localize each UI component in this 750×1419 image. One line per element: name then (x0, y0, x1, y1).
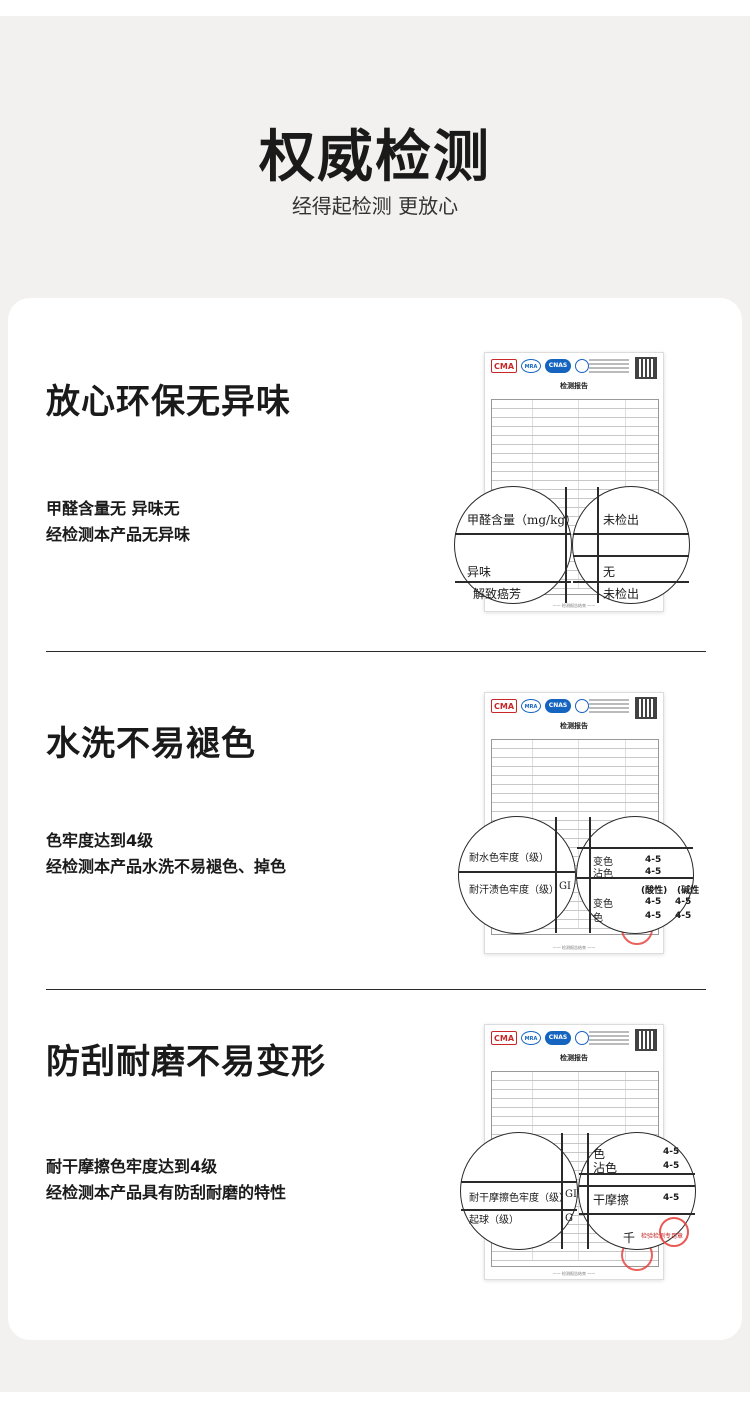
lens-text: (碱性 (677, 886, 700, 896)
description-line: 耐干摩擦色牢度达到4级 (46, 1157, 218, 1176)
qr-code-icon (635, 357, 657, 379)
certification-logos: CMA MRA CNAS (491, 1031, 611, 1047)
lens-value: 4-5 (645, 867, 662, 877)
lens-text: (酸性) (641, 886, 668, 896)
section-scratch-resistant: 防刮耐磨不易变形 耐干摩擦色牢度达到4级 经检测本产品具有防刮耐磨的特性 CMA… (8, 990, 742, 1290)
description-line: 甲醛含量无 异味无 (46, 499, 180, 518)
qr-code-icon (635, 1029, 657, 1051)
section-description: 甲醛含量无 异味无 经检测本产品无异味 (46, 496, 190, 548)
lens-text: 沾色 (593, 1161, 618, 1175)
report-title: 检测报告 (560, 1053, 588, 1062)
lens-text: 千 (623, 1231, 636, 1245)
cma-logo-icon: CMA (491, 1031, 517, 1045)
lens-value: 4-5 (675, 911, 692, 921)
section-heading: 水洗不易褪色 (46, 724, 256, 764)
cnas-logo-icon: CNAS (545, 1031, 571, 1045)
lens-text: 色 (593, 1147, 606, 1161)
red-stamp-icon (659, 1217, 689, 1247)
cma-logo-icon: CMA (491, 699, 517, 713)
page-title: 权威检测 (259, 125, 491, 190)
lens-text: 无 (603, 565, 616, 579)
seal-logo-icon (575, 699, 589, 713)
certification-logos: CMA MRA CNAS (491, 359, 611, 375)
magnifier-right: 未检出 无 未检出 (572, 486, 690, 604)
report-footer: —— 检测报告结束 —— (552, 945, 596, 950)
top-strip (0, 0, 750, 16)
cnas-logo-icon: CNAS (545, 359, 571, 373)
section-heading: 放心环保无异味 (46, 382, 291, 422)
report-footer: —— 检测报告结束 —— (552, 1271, 596, 1276)
lens-text: 未检出 (603, 513, 640, 527)
lens-value: 4-5 (645, 911, 662, 921)
magnifier-left: 耐干摩擦色牢度（级） GI 起球（级） G (460, 1132, 578, 1250)
report-info-lines (589, 1031, 629, 1049)
report-table (491, 739, 659, 935)
magnifier-left: 耐水色牢度（级） 耐汗渍色牢度（级） GI (458, 816, 576, 934)
magnifier-left: 甲醛含量（mg/kg） 异味 解致癌芳 (454, 486, 577, 604)
section-eco-no-odor: 放心环保无异味 甲醛含量无 异味无 经检测本产品无异味 CMA MRA CNAS… (8, 298, 742, 652)
cma-logo-icon: CMA (491, 359, 517, 373)
lens-value: 4-5 (645, 855, 662, 865)
lens-value: 4-5 (663, 1161, 680, 1171)
lens-text: 甲醛含量（mg/kg） (467, 513, 578, 527)
bottom-strip (0, 1392, 750, 1419)
lens-text: 耐水色牢度（级） (469, 853, 549, 864)
lens-text: GI (565, 1189, 577, 1200)
certification-logos: CMA MRA CNAS (491, 699, 611, 715)
lens-value: 4-5 (645, 897, 662, 907)
report-title: 检测报告 (560, 381, 588, 390)
lens-text: 起球（级） (469, 1215, 519, 1226)
description-line: 经检测本产品无异味 (46, 525, 191, 544)
section-divider (46, 651, 706, 652)
lens-text: 耐汗渍色牢度（级） (469, 885, 559, 896)
section-colorfast-wash: 水洗不易褪色 色牢度达到4级 经检测本产品水洗不易褪色、掉色 CMA MRA C… (8, 652, 742, 990)
lens-value: 4-5 (663, 1147, 680, 1157)
report-title: 检测报告 (560, 721, 588, 730)
lens-text: 色 (593, 913, 603, 924)
lens-text: 解致癌芳 (473, 587, 522, 601)
magnifier-right: 变色 4-5 沾色 4-5 (酸性) (碱性 变色 4-5 4-5 色 4-5 … (576, 816, 699, 934)
report-footer: —— 检测报告结束 —— (552, 603, 596, 608)
ilac-logo-icon: MRA (521, 1031, 541, 1045)
lens-text: 沾色 (593, 869, 613, 880)
page-subtitle: 经得起检测 更放心 (291, 194, 459, 218)
section-description: 耐干摩擦色牢度达到4级 经检测本产品具有防刮耐磨的特性 (46, 1154, 286, 1206)
report-info-lines (589, 699, 629, 717)
lens-text: G (565, 1213, 573, 1224)
section-divider (46, 989, 706, 990)
lens-value: 4-5 (675, 897, 692, 907)
lens-text: 未检出 (603, 587, 640, 601)
description-line: 经检测本产品具有防刮耐磨的特性 (46, 1183, 287, 1202)
section-description: 色牢度达到4级 经检测本产品水洗不易褪色、掉色 (46, 828, 286, 880)
lens-text: GI (559, 881, 571, 892)
description-line: 色牢度达到4级 (46, 831, 154, 850)
inspection-card: 放心环保无异味 甲醛含量无 异味无 经检测本产品无异味 CMA MRA CNAS… (8, 298, 742, 1340)
lens-text: 干摩擦 (593, 1193, 630, 1207)
ilac-logo-icon: MRA (521, 699, 541, 713)
lens-text: 变色 (593, 857, 613, 868)
lens-text: 变色 (593, 899, 613, 910)
magnifier-right: 色 4-5 沾色 4-5 干摩擦 4-5 千 检验检测专用章 (578, 1132, 696, 1250)
description-line: 经检测本产品水洗不易褪色、掉色 (46, 857, 287, 876)
qr-code-icon (635, 697, 657, 719)
section-heading: 防刮耐磨不易变形 (46, 1042, 326, 1082)
cnas-logo-icon: CNAS (545, 699, 571, 713)
lens-text: 耐干摩擦色牢度（级） (469, 1193, 569, 1204)
ilac-logo-icon: MRA (521, 359, 541, 373)
report-info-lines (589, 359, 629, 377)
seal-logo-icon (575, 1031, 589, 1045)
lens-text: 异味 (467, 565, 492, 579)
seal-logo-icon (575, 359, 589, 373)
lens-value: 4-5 (663, 1193, 680, 1203)
